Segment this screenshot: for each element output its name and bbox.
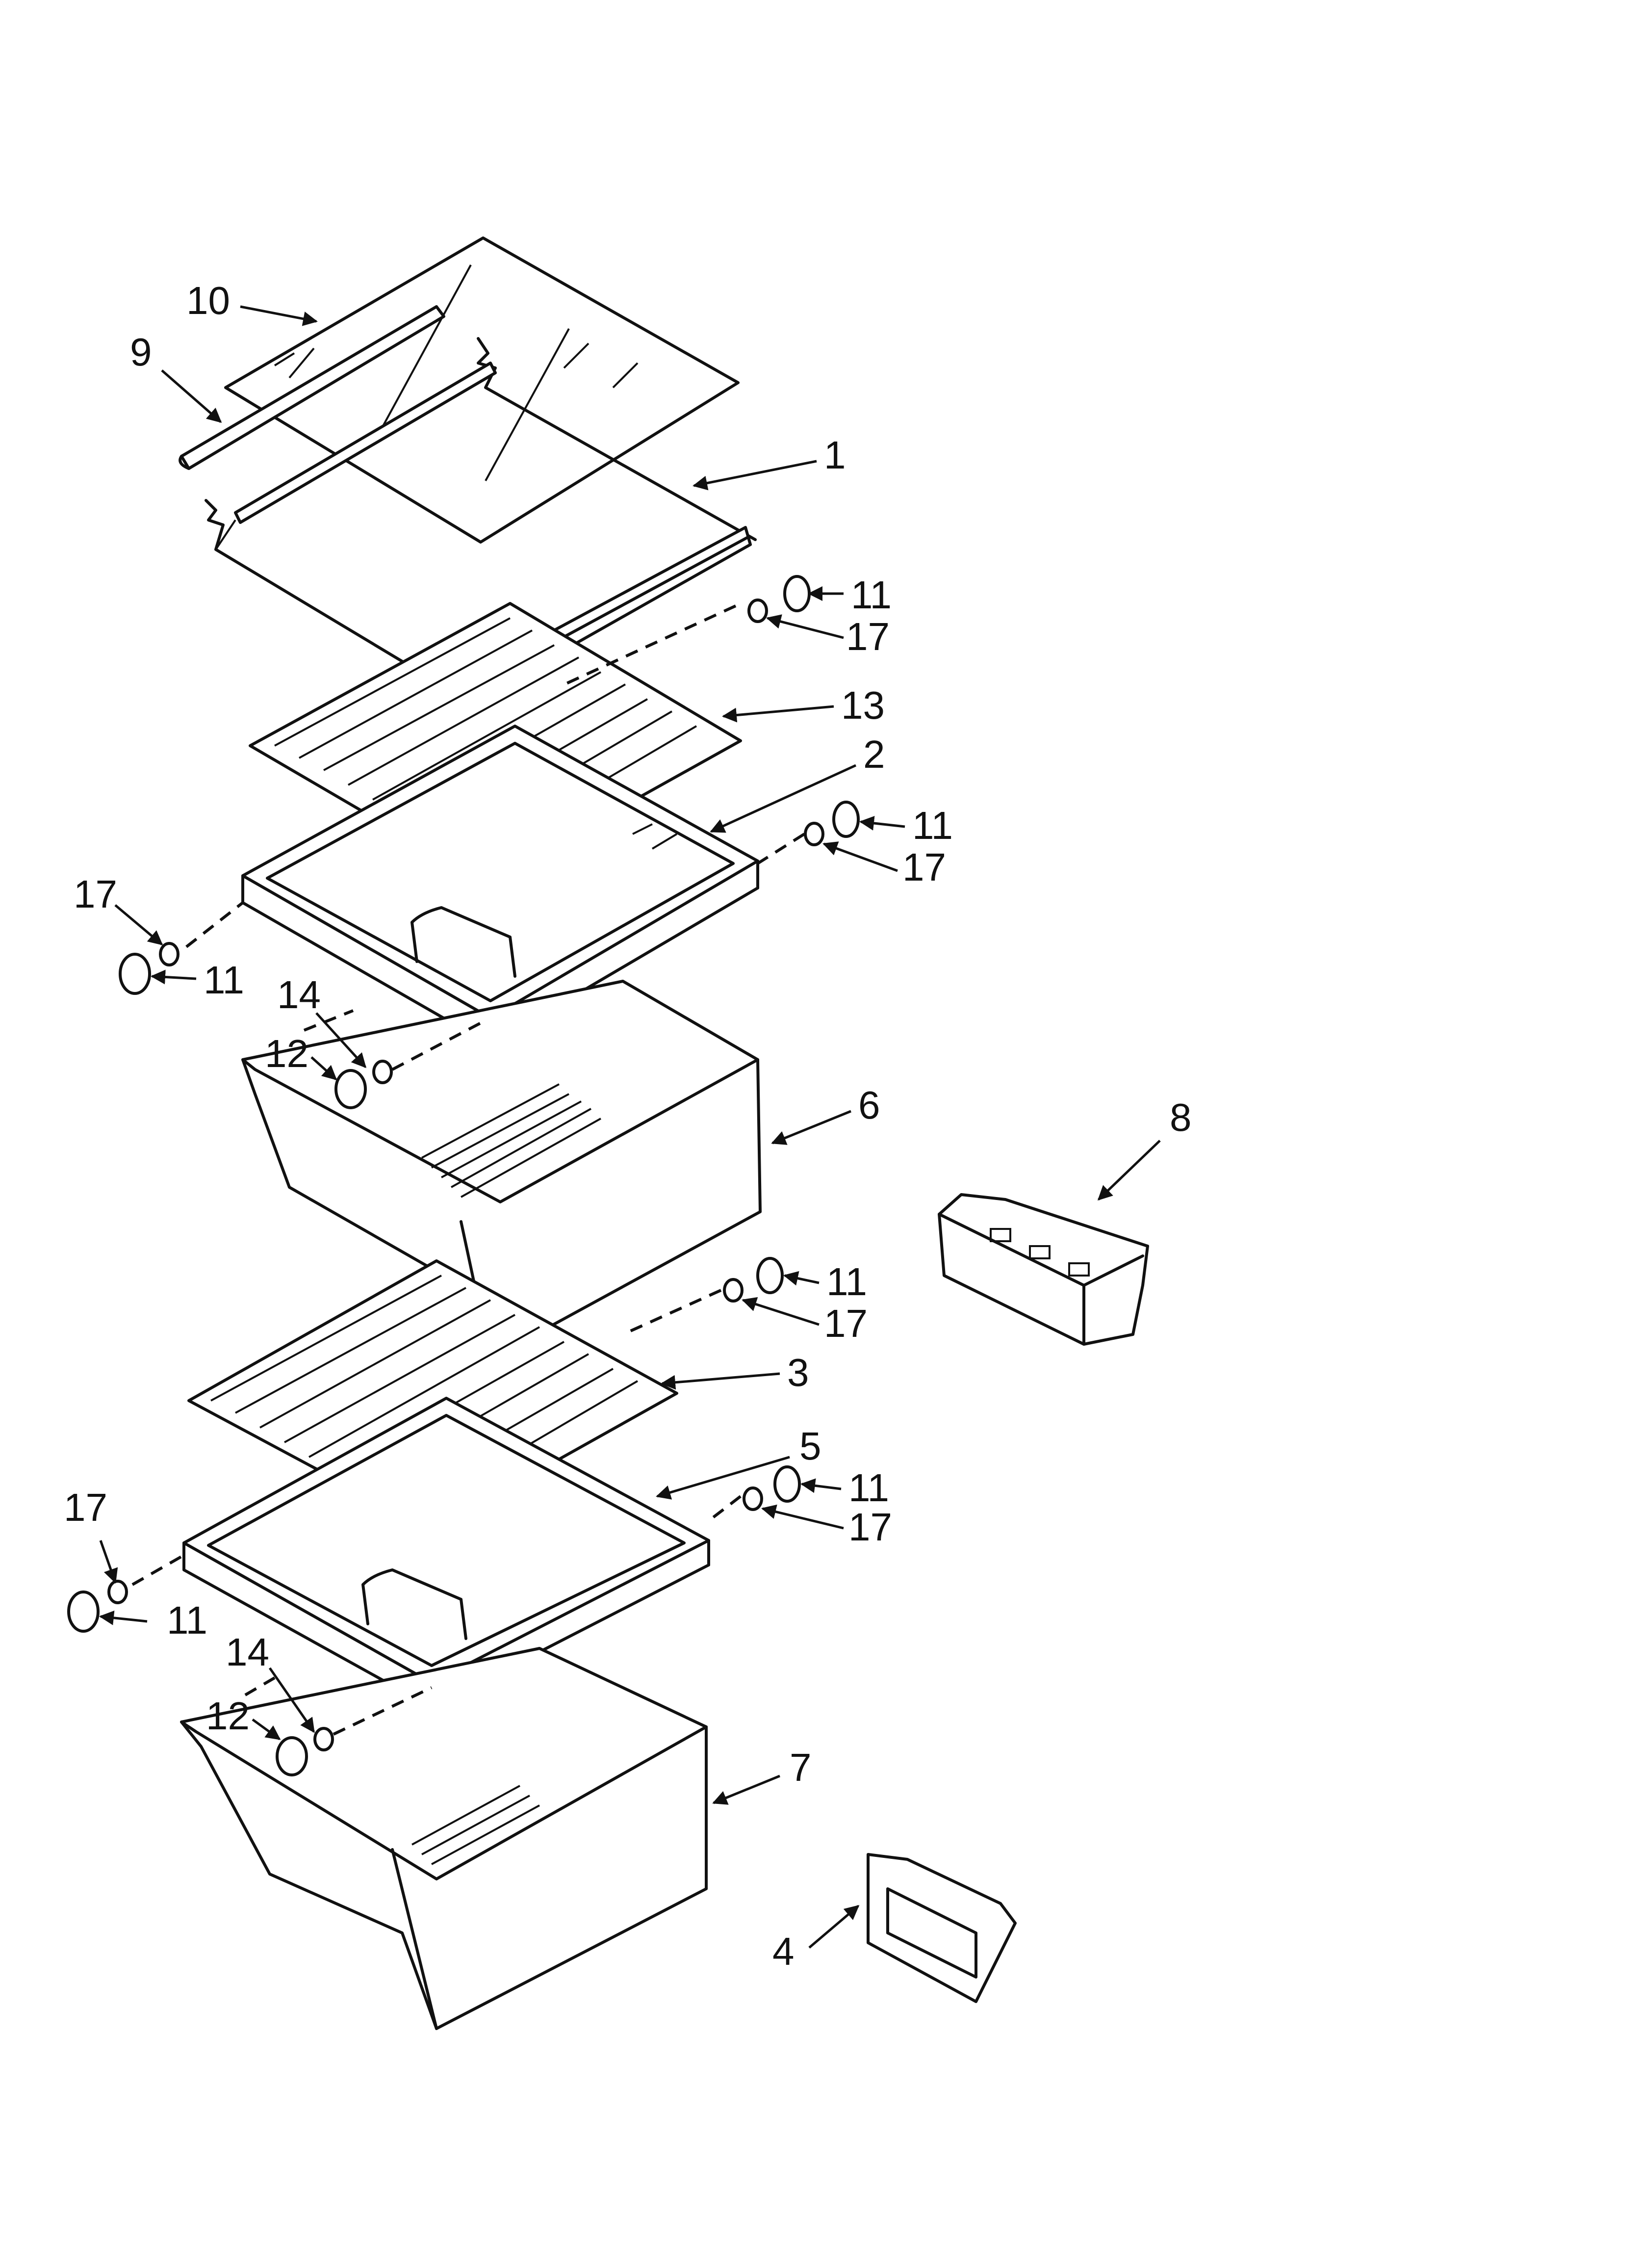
callout-1: 1: [824, 433, 846, 477]
callout-13: 13: [841, 683, 885, 727]
callout-4: 4: [772, 1929, 795, 1973]
lower-crisper-frame: [182, 1397, 710, 1709]
callout-11: 11: [851, 573, 892, 617]
callout-9: 9: [130, 330, 152, 374]
leader-lines: [99, 305, 1161, 1949]
callout-17: 17: [846, 615, 890, 658]
callout-17: 17: [824, 1302, 868, 1345]
callout-labels: 10 9 1 11 17 13 2 11 17 17 11 14 12 6 8 …: [64, 279, 1192, 1973]
callout-11: 11: [204, 958, 244, 1002]
callout-3: 3: [787, 1351, 809, 1394]
callout-11: 11: [912, 804, 953, 847]
caster-roller: [804, 801, 860, 846]
callout-5: 5: [799, 1424, 821, 1468]
callout-6: 6: [858, 1083, 880, 1127]
upper-crisper-frame: [241, 725, 759, 1046]
caster-roller: [743, 1465, 801, 1511]
caster-roller: [747, 575, 811, 623]
shelf-front-trim: [179, 305, 445, 470]
caster-roller: [276, 1727, 334, 1776]
callout-17: 17: [74, 872, 117, 916]
callout-11: 11: [826, 1260, 867, 1303]
glass-shelf-panel: [224, 236, 740, 544]
callout-11: 11: [848, 1466, 889, 1510]
callout-8: 8: [1170, 1095, 1192, 1139]
callout-12: 12: [206, 1694, 250, 1738]
mounting-dash-lines: [131, 604, 805, 1736]
callout-12: 12: [265, 1032, 308, 1075]
callout-10: 10: [186, 279, 230, 322]
caster-roller: [723, 1257, 784, 1303]
label-holder-bracket: [867, 1853, 1017, 2003]
callout-14: 14: [277, 973, 321, 1017]
callout-11: 11: [167, 1598, 207, 1642]
callout-17: 17: [848, 1505, 892, 1549]
caster-roller: [334, 1060, 393, 1109]
caster-roller: [67, 1580, 128, 1633]
lower-crisper-drawer: [180, 1647, 708, 2030]
caster-roller: [119, 942, 180, 995]
callout-7: 7: [790, 1746, 812, 1789]
callout-2: 2: [863, 732, 885, 776]
callout-17: 17: [902, 845, 946, 889]
callout-17: 17: [64, 1486, 107, 1529]
callout-14: 14: [226, 1630, 269, 1674]
small-storage-bin: [938, 1193, 1149, 1346]
